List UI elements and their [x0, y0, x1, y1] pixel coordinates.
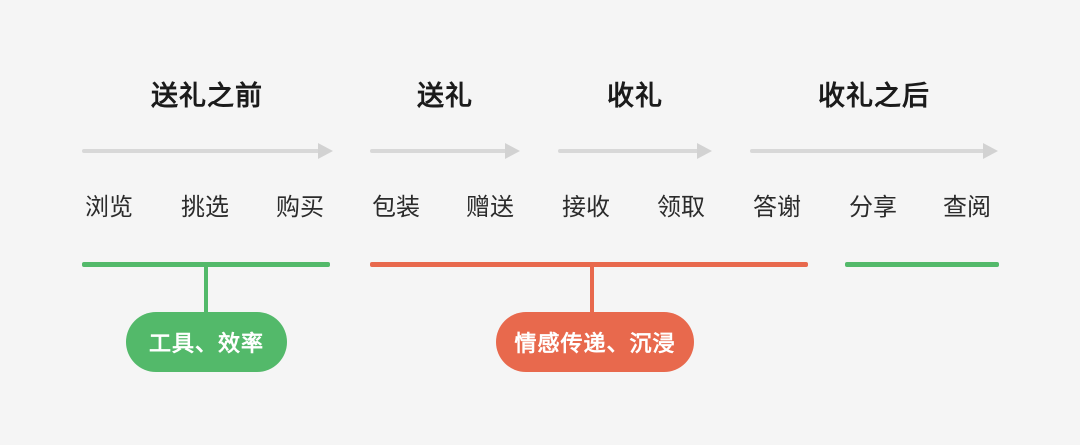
pre-gift-bar — [82, 262, 330, 267]
emotion-immersion-connector — [590, 266, 594, 314]
step-label-5: 赠送 — [466, 194, 514, 221]
tools-efficiency-pill[interactable]: 工具、效率 — [126, 312, 287, 372]
arrow-head-icon — [983, 143, 998, 159]
phase-title-2: 送礼 — [417, 81, 473, 111]
arrow-head-icon — [505, 143, 520, 159]
step-label-3: 购买 — [276, 194, 324, 221]
emotion-immersion-pill[interactable]: 情感传递、沉浸 — [496, 312, 694, 372]
arrow-shaft-icon — [370, 149, 507, 153]
arrow-shaft-icon — [82, 149, 320, 153]
step-label-10: 查阅 — [943, 194, 991, 221]
phase-arrow-1 — [82, 143, 333, 159]
phase-title-4: 收礼之后 — [818, 81, 930, 111]
arrow-shaft-icon — [750, 149, 985, 153]
step-label-9: 分享 — [849, 194, 897, 221]
post-gift-bar — [845, 262, 999, 267]
phase-title-1: 送礼之前 — [151, 81, 263, 111]
arrow-shaft-icon — [558, 149, 699, 153]
step-label-1: 浏览 — [85, 194, 133, 221]
gifting-bar — [370, 262, 808, 267]
arrow-head-icon — [318, 143, 333, 159]
phase-arrow-2 — [370, 143, 520, 159]
tools-efficiency-connector — [204, 266, 208, 314]
phase-arrow-4 — [750, 143, 998, 159]
arrow-head-icon — [697, 143, 712, 159]
step-label-8: 答谢 — [753, 194, 801, 221]
step-label-7: 领取 — [657, 194, 705, 221]
step-label-6: 接收 — [562, 194, 610, 221]
step-label-2: 挑选 — [181, 194, 229, 221]
step-label-4: 包装 — [372, 194, 420, 221]
phase-arrow-3 — [558, 143, 712, 159]
phase-title-3: 收礼 — [607, 81, 663, 111]
